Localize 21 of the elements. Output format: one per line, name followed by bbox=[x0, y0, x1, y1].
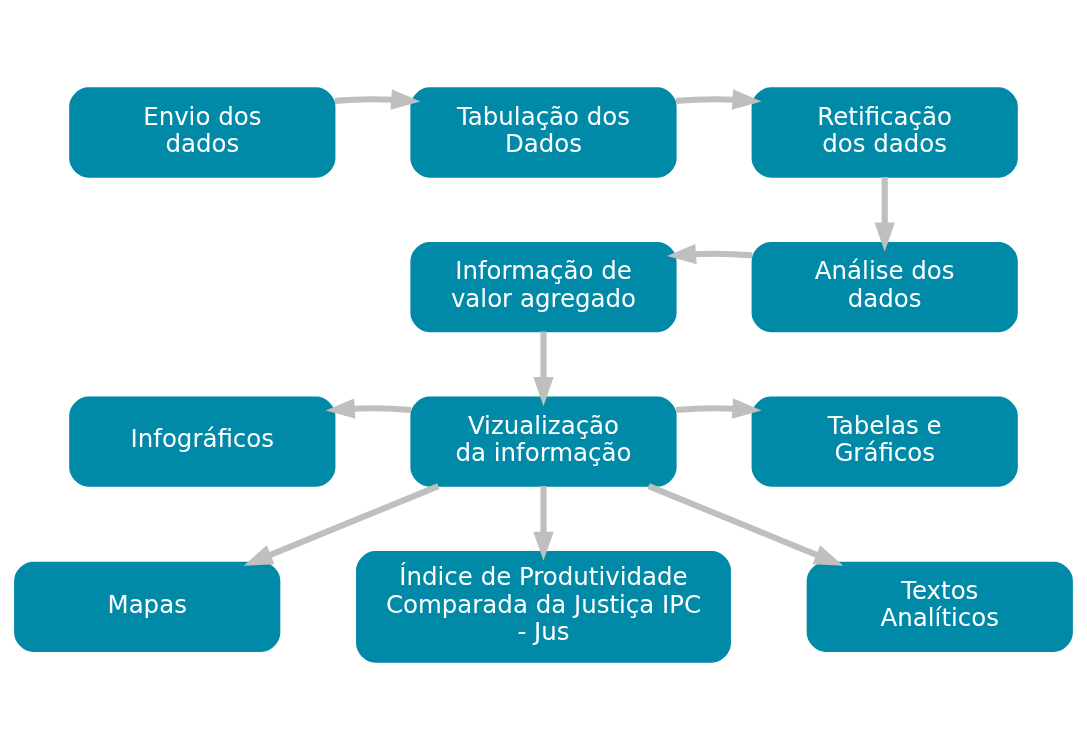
node-box: Infográficos bbox=[69, 395, 336, 487]
arrow bbox=[874, 176, 895, 252]
arrow bbox=[675, 88, 762, 110]
node-box: Envio dos dados bbox=[69, 86, 336, 178]
arrow bbox=[243, 482, 440, 566]
arrow bbox=[533, 331, 554, 406]
arrow bbox=[666, 243, 753, 264]
node-box: Informação de valor agregado bbox=[410, 241, 677, 332]
node-box: Índice de Produtividade Comparada da Justiça IPC - Jus bbox=[356, 550, 731, 663]
node-box: Vizualização da informação bbox=[410, 395, 677, 487]
node-box: Tabulação dos Dados bbox=[410, 86, 677, 178]
node-box: Análise dos dados bbox=[751, 241, 1018, 332]
node-box: Tabelas e Gráficos bbox=[751, 395, 1018, 487]
arrow bbox=[334, 88, 421, 110]
node-box: Textos Analíticos bbox=[806, 561, 1073, 652]
arrow bbox=[533, 485, 554, 561]
node-box: Mapas bbox=[14, 561, 281, 652]
arrow bbox=[675, 397, 762, 419]
node-box: Retificação dos dados bbox=[751, 86, 1018, 178]
arrow bbox=[647, 482, 844, 566]
arrow bbox=[325, 397, 412, 419]
